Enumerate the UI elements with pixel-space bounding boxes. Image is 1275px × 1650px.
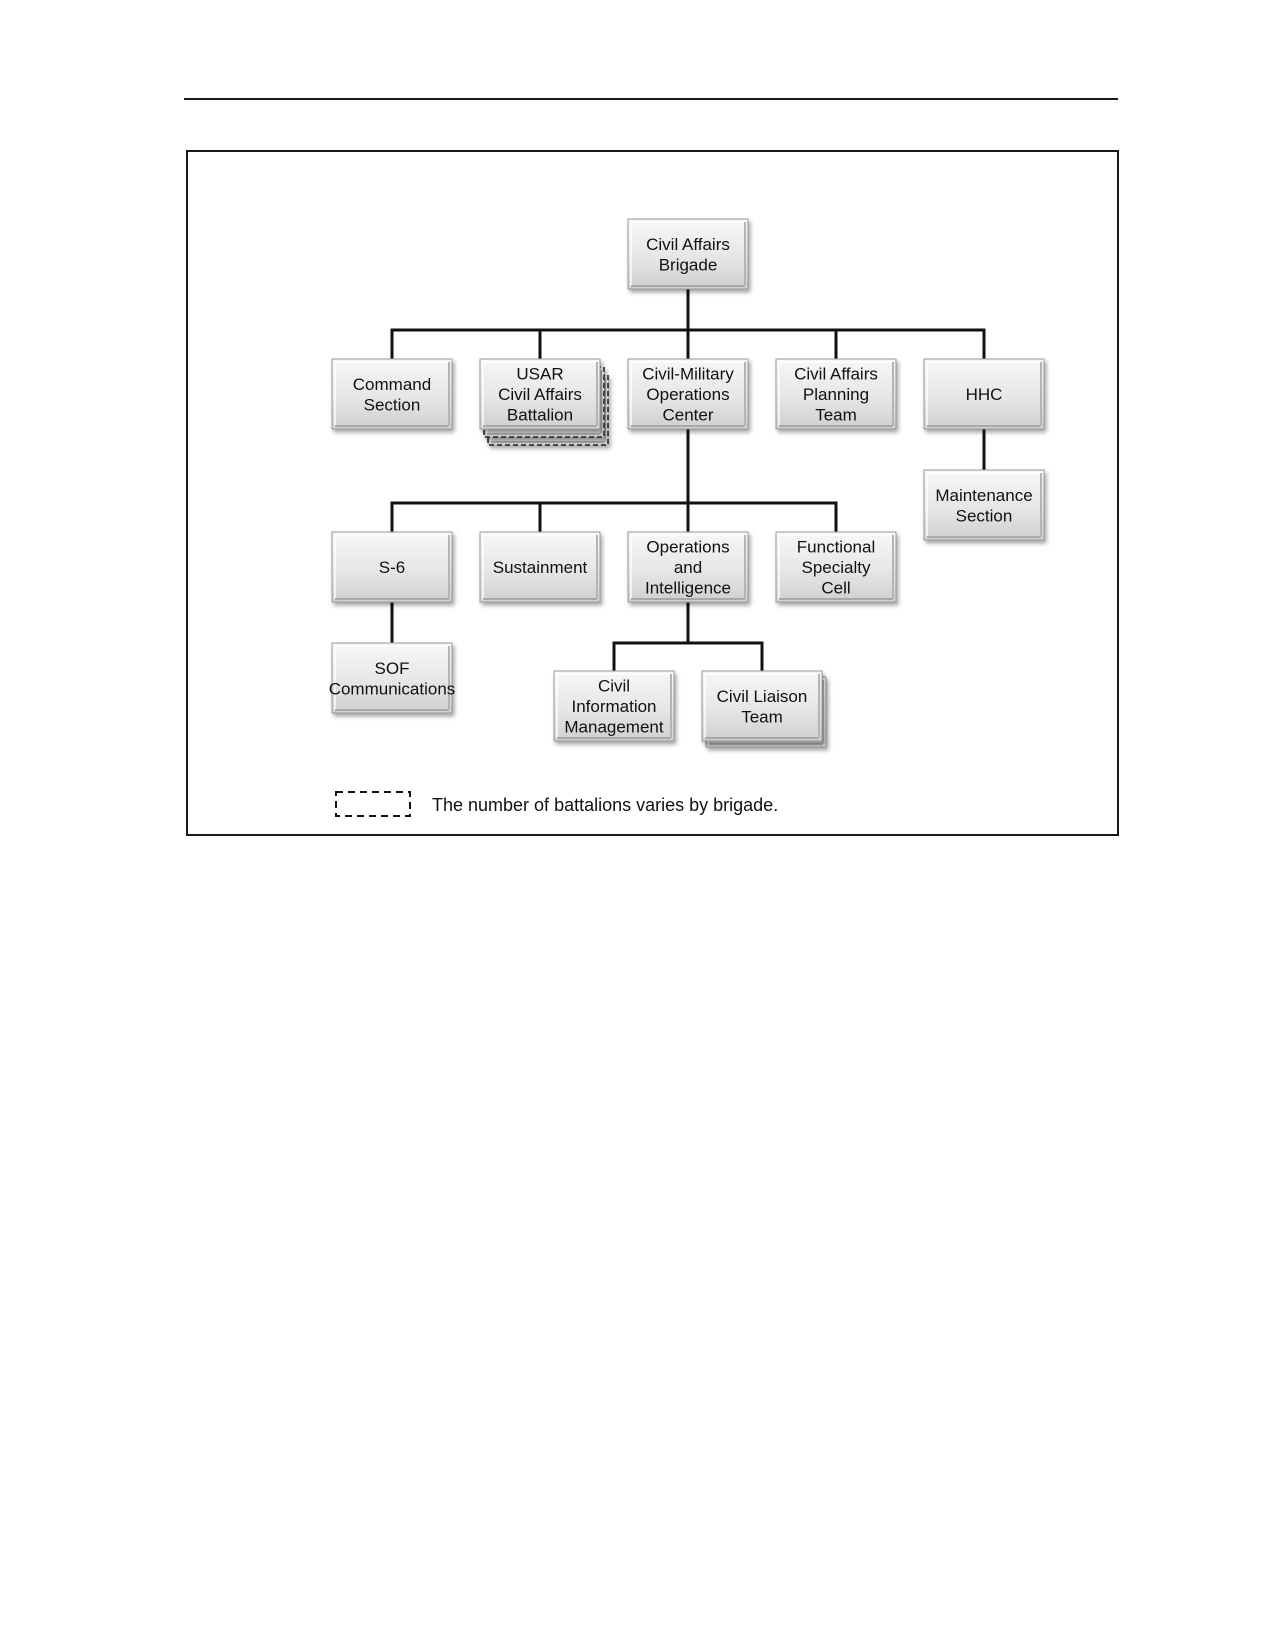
node-label: Maintenance: [935, 486, 1032, 505]
node-label: Operations: [646, 538, 729, 557]
node-label: Civil: [598, 677, 630, 696]
node-s6: S-6: [331, 531, 453, 603]
node-label: Communications: [329, 679, 456, 698]
figure-frame: [186, 150, 1119, 836]
node-label: Functional: [797, 538, 875, 557]
node-sustainment: Sustainment: [479, 531, 601, 603]
node-label: Brigade: [659, 255, 718, 274]
legend: The number of battalions varies by briga…: [335, 791, 778, 817]
node-label: Center: [662, 406, 713, 425]
connector-lines: [390, 289, 986, 671]
node-hhc: HHC: [923, 358, 1045, 430]
node-label: HHC: [966, 385, 1003, 404]
node-label: Civil Affairs: [794, 365, 878, 384]
node-label: SOF: [375, 659, 410, 678]
node-label: Team: [741, 707, 783, 726]
node-label: Planning: [803, 385, 869, 404]
node-label: Sustainment: [493, 558, 588, 577]
node-label: and: [674, 558, 702, 577]
node-label: Civil Affairs: [646, 235, 730, 254]
node-label: Civil-Military: [642, 365, 734, 384]
node-label: Intelligence: [645, 579, 731, 598]
node-label: Command: [353, 375, 431, 394]
node-label: Operations: [646, 385, 729, 404]
node-label: S-6: [379, 558, 405, 577]
node-label: Battalion: [507, 406, 573, 425]
node-label: Information: [571, 697, 656, 716]
node-label: Team: [815, 406, 857, 425]
legend-text: The number of battalions varies by briga…: [432, 795, 778, 815]
node-label: Cell: [821, 579, 850, 598]
org-nodes: Civil AffairsBrigadeCommandSectionUSARCi…: [329, 218, 1045, 748]
node-label: Management: [564, 718, 664, 737]
node-label: USAR: [516, 365, 563, 384]
node-label: Civil Liaison: [717, 687, 808, 706]
node-label: Section: [956, 506, 1013, 525]
node-label: Specialty: [802, 558, 871, 577]
node-label: Civil Affairs: [498, 385, 582, 404]
header-rule: [184, 98, 1118, 100]
node-label: Section: [364, 395, 421, 414]
legend-dashed-swatch: [335, 791, 411, 817]
